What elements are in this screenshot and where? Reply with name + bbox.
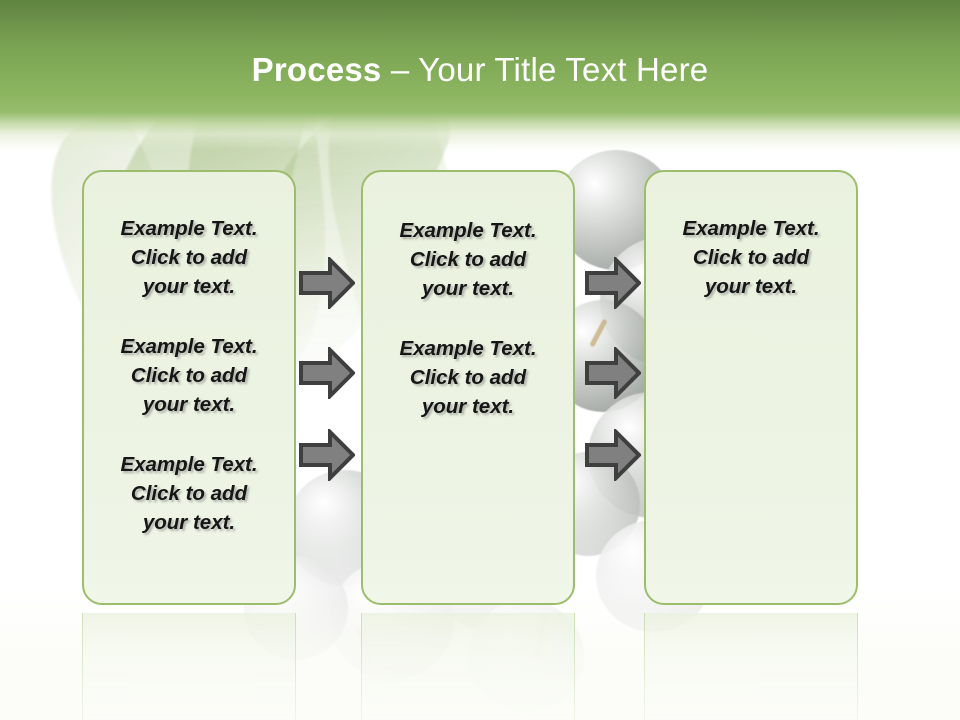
arrow-right-icon[interactable] <box>299 347 355 399</box>
process-box-2-content: Example Text. Click to add your text. Ex… <box>363 172 573 421</box>
process-box-1-content: Example Text. Click to add your text. Ex… <box>84 172 294 537</box>
arrow-right-icon[interactable] <box>299 429 355 481</box>
text-block[interactable]: Example Text. Click to add your text. <box>682 217 820 298</box>
arrow-right-icon[interactable] <box>585 429 641 481</box>
text-block[interactable]: Example Text. Click to add your text. <box>399 219 537 300</box>
process-box-1[interactable]: Example Text. Click to add your text. Ex… <box>82 170 296 605</box>
process-box-3-content: Example Text. Click to add your text. <box>646 172 856 301</box>
text-block[interactable]: Example Text. Click to add your text. <box>399 337 537 418</box>
text-block[interactable]: Example Text. Click to add your text. <box>120 335 258 416</box>
arrow-right-icon[interactable] <box>585 347 641 399</box>
process-box-2[interactable]: Example Text. Click to add your text. Ex… <box>361 170 575 605</box>
text-block[interactable]: Example Text. Click to add your text. <box>120 453 258 534</box>
arrow-right-icon[interactable] <box>585 257 641 309</box>
process-box-3[interactable]: Example Text. Click to add your text. <box>644 170 858 605</box>
text-block[interactable]: Example Text. Click to add your text. <box>120 217 258 298</box>
arrow-right-icon[interactable] <box>299 257 355 309</box>
